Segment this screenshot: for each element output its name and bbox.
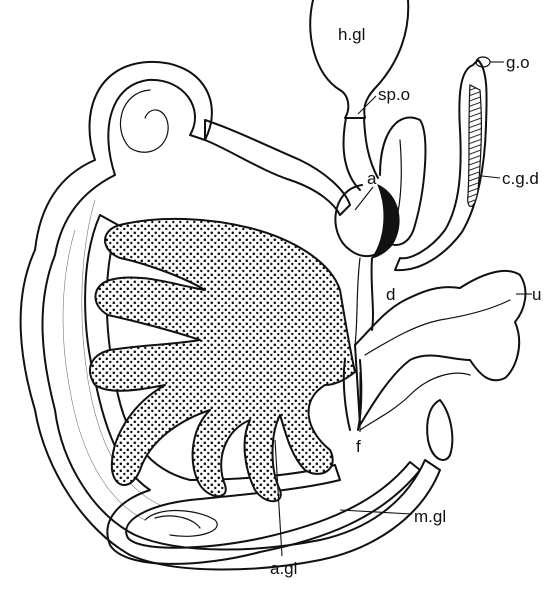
leader-a [355, 187, 373, 210]
mucous-gland-duct [427, 400, 452, 460]
uterus [355, 271, 525, 430]
label-h-gl: h.gl [338, 25, 365, 44]
label-d: d [386, 285, 395, 304]
label-c-g-d: c.g.d [502, 169, 539, 188]
label-a-gl: a.gl [270, 559, 297, 578]
albumen-gland [90, 219, 355, 501]
label-u: u [532, 285, 541, 304]
label-f: f [356, 437, 361, 456]
label-sp-o: sp.o [378, 85, 410, 104]
label-m-gl: m.gl [414, 507, 446, 526]
leader-c-g-d [482, 176, 500, 178]
label-a: a [367, 169, 377, 188]
label-g-o: g.o [506, 53, 530, 72]
